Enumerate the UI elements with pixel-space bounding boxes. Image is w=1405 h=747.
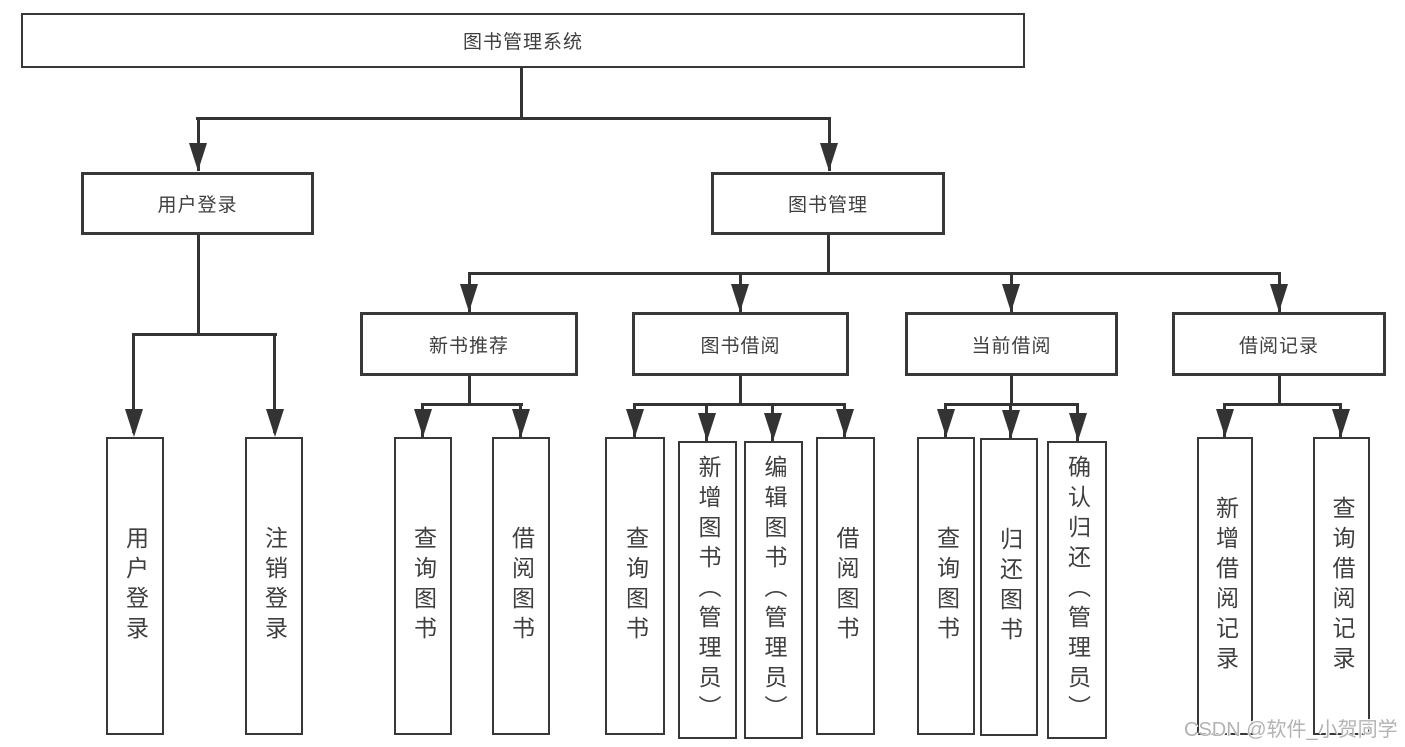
node-user-login: 用户登录	[81, 172, 314, 235]
connector-arrowhead	[698, 413, 716, 441]
connector-line	[422, 403, 523, 406]
node-label: 查询图书	[933, 526, 960, 646]
connector-arrowhead	[125, 409, 143, 437]
leaf-query-book-current: 查询图书	[917, 437, 975, 735]
connector-arrowhead	[414, 409, 432, 437]
connector-line	[520, 68, 523, 120]
node-label: 图书借阅	[700, 335, 781, 357]
connector-arrowhead	[189, 143, 207, 171]
leaf-user-login: 用户登录	[106, 437, 164, 735]
node-borrow-records: 借阅记录	[1172, 312, 1386, 376]
node-new-book-recommend: 新书推荐	[360, 312, 578, 376]
connector-line	[197, 235, 200, 335]
connector-arrowhead	[1332, 409, 1350, 437]
connector-arrowhead	[937, 409, 955, 437]
node-label: 借阅图书	[833, 526, 859, 646]
connector-arrowhead	[1002, 284, 1020, 312]
connector-line	[196, 117, 831, 120]
connector-arrowhead	[1270, 284, 1288, 312]
node-label: 注销登录	[261, 526, 288, 646]
leaf-borrow-book-recommend: 借阅图书	[492, 437, 550, 735]
leaf-edit-book-admin: 编辑图书（管理员）	[744, 441, 803, 739]
connector-arrowhead	[764, 413, 782, 441]
node-label: 用户登录	[122, 526, 149, 646]
leaf-borrow-book: 借阅图书	[816, 437, 875, 735]
node-library-system: 图书管理系统	[21, 13, 1025, 68]
connector-arrowhead	[1069, 413, 1087, 441]
connector-line	[132, 333, 135, 433]
connector-arrowhead	[820, 143, 838, 171]
connector-arrowhead	[512, 409, 530, 437]
connector-arrowhead	[460, 284, 478, 312]
leaf-query-borrow-record: 查询借阅记录	[1313, 437, 1370, 735]
connector-line	[827, 235, 830, 273]
connector-line	[468, 272, 1280, 275]
node-label: 新增借阅记录	[1212, 496, 1239, 676]
node-label: 用户登录	[157, 195, 238, 216]
node-label: 编辑图书（管理员）	[761, 455, 787, 725]
connector-line	[1010, 376, 1013, 406]
leaf-query-book-recommend: 查询图书	[394, 437, 452, 735]
node-book-borrow: 图书借阅	[632, 312, 849, 376]
node-label: 查询图书	[410, 526, 437, 646]
node-label: 当前借阅	[971, 335, 1052, 357]
node-label: 借阅图书	[508, 526, 535, 646]
node-current-borrow: 当前借阅	[905, 312, 1118, 376]
watermark-text: CSDN @软件_小贺同学	[1184, 719, 1398, 741]
connector-line	[133, 333, 277, 336]
node-label: 新增图书（管理员）	[695, 455, 721, 725]
connector-line	[1278, 376, 1281, 406]
leaf-add-borrow-record: 新增借阅记录	[1197, 437, 1253, 735]
node-label: 图书管理	[787, 195, 868, 216]
node-label: 归还图书	[996, 527, 1023, 647]
connector-line	[945, 403, 1079, 406]
node-label: 查询图书	[622, 526, 649, 646]
leaf-add-book-admin: 新增图书（管理员）	[678, 441, 737, 739]
node-book-management: 图书管理	[711, 172, 945, 235]
node-label: 新书推荐	[428, 335, 509, 357]
node-label: 图书管理系统	[462, 32, 583, 53]
leaf-return-book: 归还图书	[980, 438, 1038, 736]
node-label: 确认归还（管理员）	[1064, 455, 1091, 725]
connector-line	[1224, 403, 1342, 406]
connector-arrowhead	[1216, 409, 1234, 437]
connector-arrowhead	[731, 284, 749, 312]
leaf-logout: 注销登录	[245, 437, 303, 735]
connector-arrowhead	[626, 409, 644, 437]
connector-line	[634, 403, 846, 406]
node-label: 借阅记录	[1238, 335, 1319, 357]
connector-line	[468, 376, 471, 406]
connector-arrowhead	[266, 409, 284, 437]
leaf-query-book-borrow: 查询图书	[605, 437, 665, 735]
connector-line	[739, 376, 742, 406]
connector-line	[273, 333, 276, 433]
node-label: 查询借阅记录	[1329, 496, 1355, 676]
connector-arrowhead	[836, 409, 854, 437]
connector-arrowhead	[1002, 410, 1020, 438]
leaf-confirm-return-admin: 确认归还（管理员）	[1047, 441, 1107, 739]
